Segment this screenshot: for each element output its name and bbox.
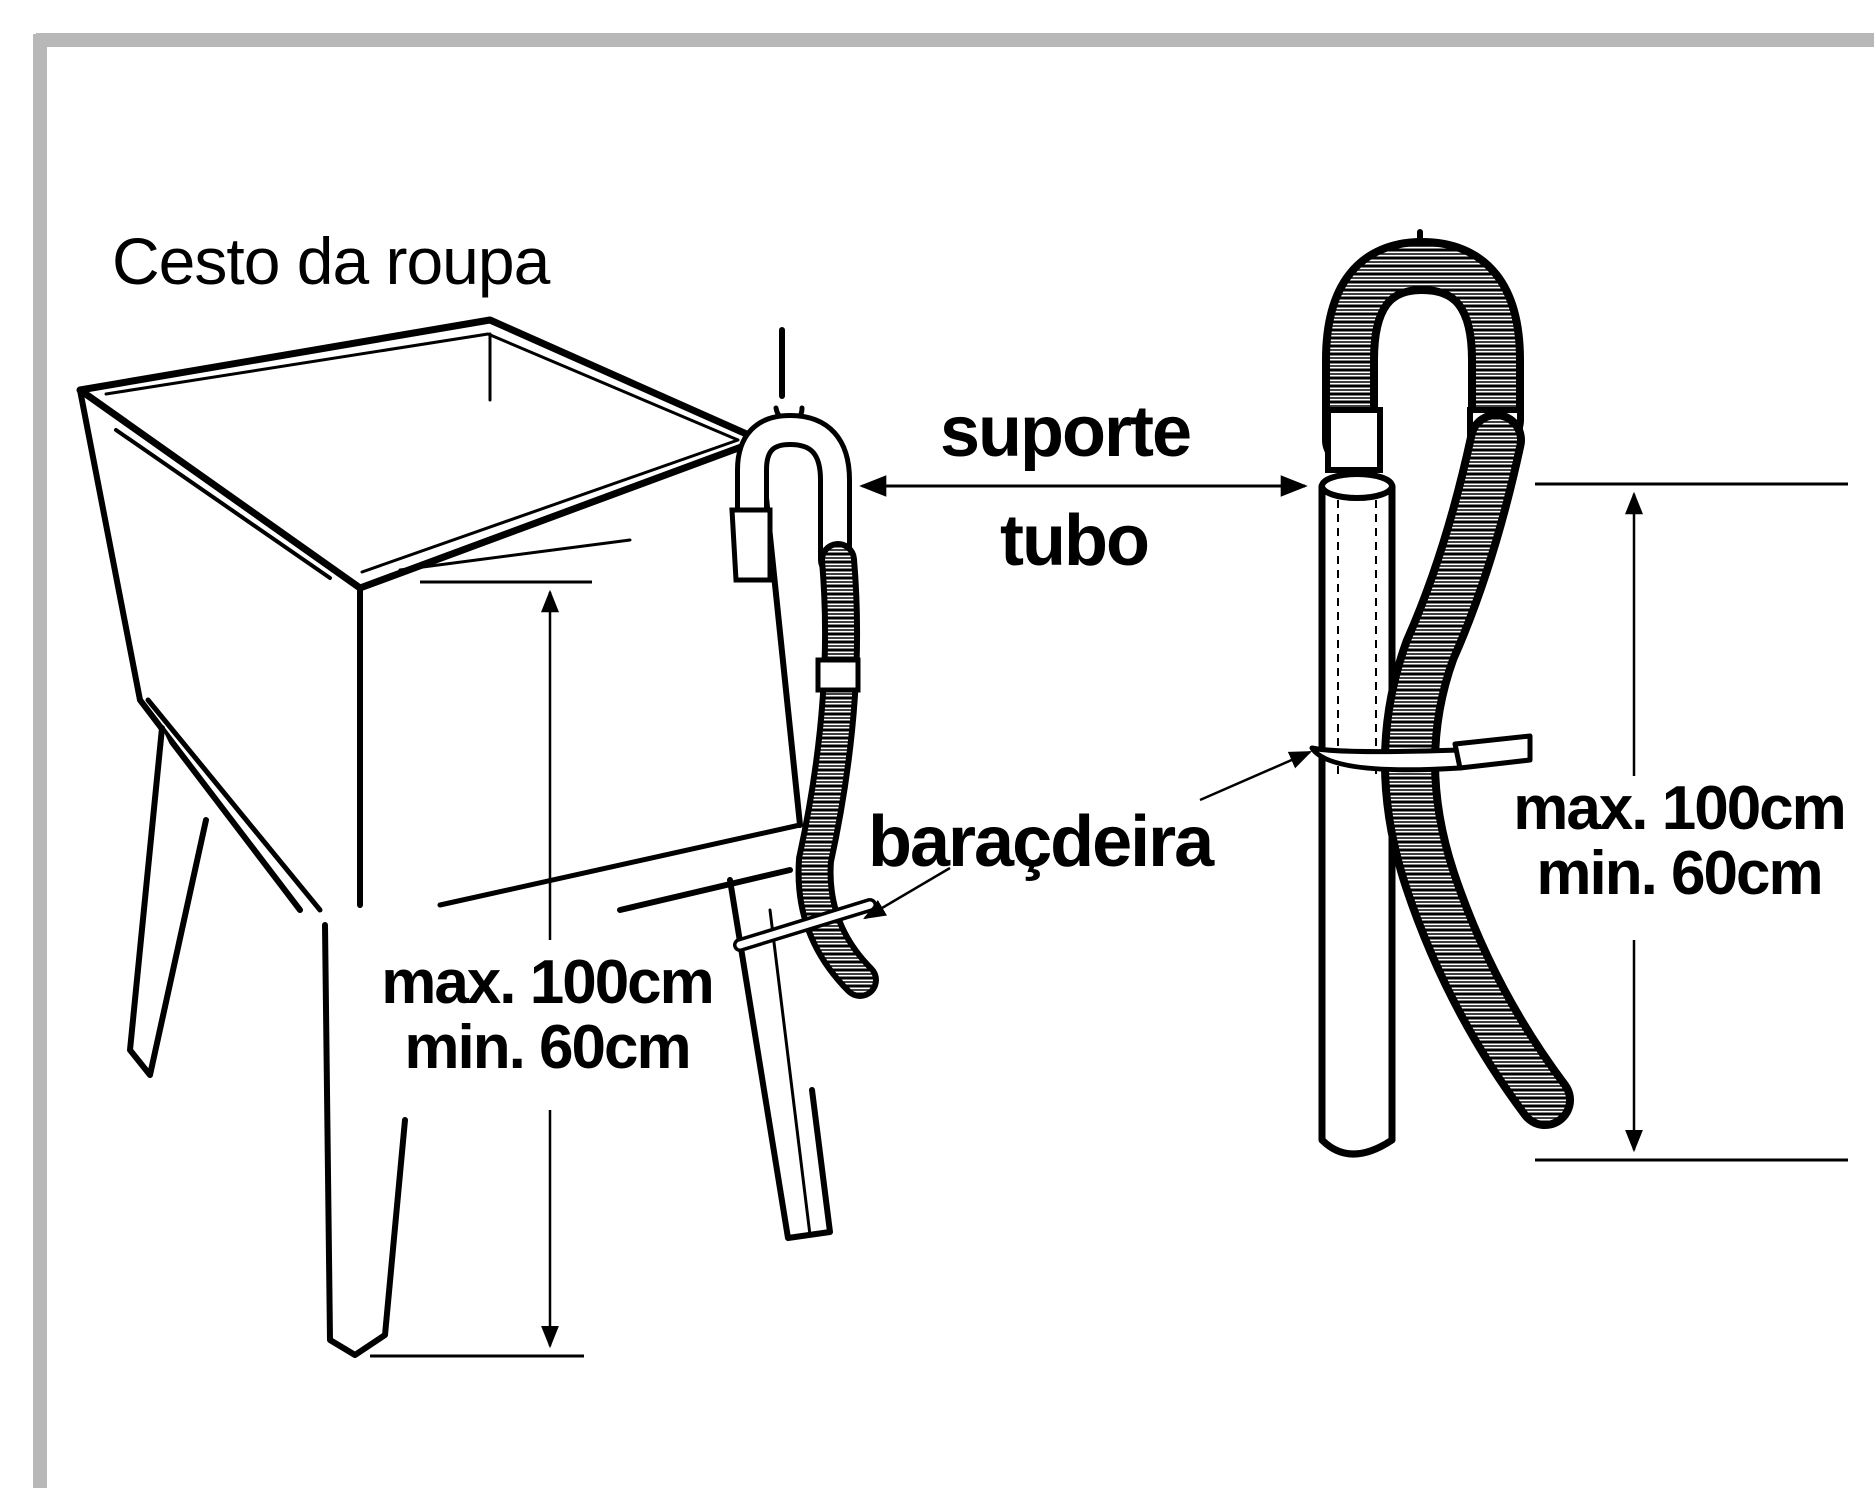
support-label: suporte xyxy=(940,392,1192,472)
dimension-line-left xyxy=(370,580,592,1358)
dimension-max-left: max. 100cm xyxy=(381,948,715,1017)
drain-hose-left xyxy=(729,327,879,999)
dimension-label-left: max. 100cm min. 60cm xyxy=(362,950,732,1080)
standpipe xyxy=(1318,471,1396,1158)
laundry-basket xyxy=(76,316,833,1358)
dimension-min-right: min. 60cm xyxy=(1536,839,1823,909)
tube-label: tubo xyxy=(1000,501,1150,581)
leader-lines xyxy=(859,475,1313,920)
dimension-label-right: max. 100cm min. 60cm xyxy=(1494,776,1864,906)
dimension-min-left: min. 60cm xyxy=(404,1013,691,1083)
pipe-clamp xyxy=(1309,733,1533,773)
clamp-label: baraçdeira xyxy=(868,802,1214,882)
basket-label: Cesto da roupa xyxy=(112,224,550,298)
dimension-line-right xyxy=(1535,482,1848,1162)
dimension-max-right: max. 100cm xyxy=(1513,774,1847,843)
